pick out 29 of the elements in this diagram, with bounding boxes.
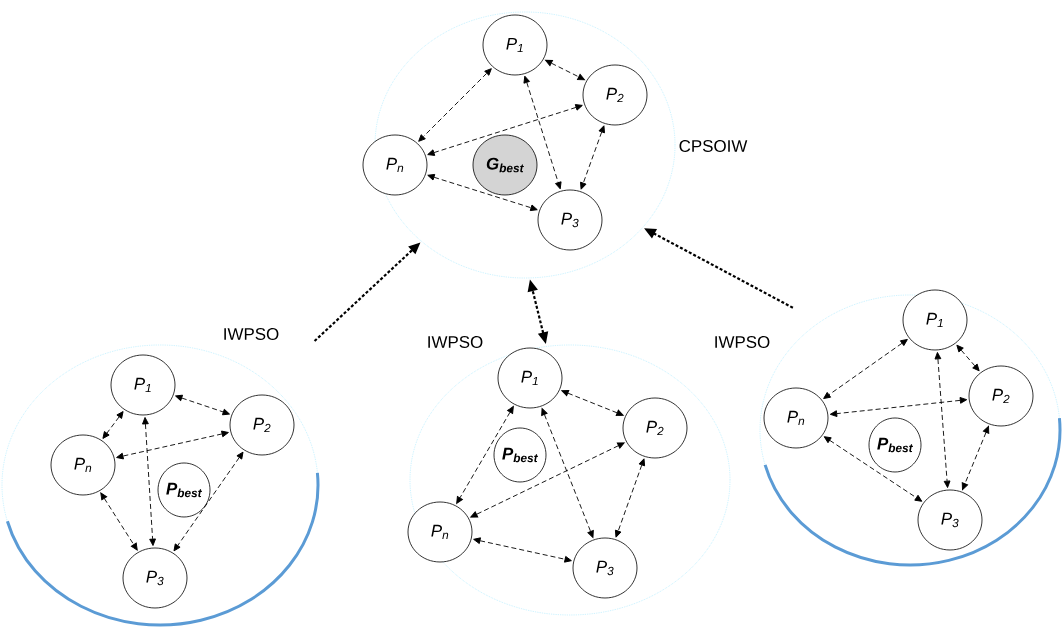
arrow [100, 492, 138, 551]
arrow [934, 352, 951, 488]
swarm-label: IWPSO [715, 336, 770, 348]
arrow [580, 125, 605, 190]
swarm-label: IWPSO [224, 328, 279, 340]
arrow [418, 68, 492, 142]
arrow [545, 59, 585, 81]
arrow [142, 417, 156, 546]
arrow [102, 411, 124, 439]
arrow [470, 442, 625, 518]
swarm-label: CPSOIW [679, 140, 748, 152]
arrow [427, 104, 583, 156]
arrow [823, 339, 908, 399]
arrow [829, 397, 968, 417]
arrow [523, 75, 562, 190]
arrow [956, 344, 980, 372]
arrow [614, 458, 646, 538]
arrow [116, 430, 229, 460]
arrow [541, 408, 594, 538]
arrow [456, 406, 514, 504]
arrow [561, 389, 624, 417]
swarm-label: IWPSO [428, 336, 483, 348]
arrow [823, 436, 923, 502]
arrow [173, 451, 244, 552]
arrow [175, 394, 230, 416]
arrow [961, 425, 990, 491]
swarm-circle [374, 11, 676, 279]
arrow [427, 173, 538, 211]
arrow [473, 537, 572, 563]
